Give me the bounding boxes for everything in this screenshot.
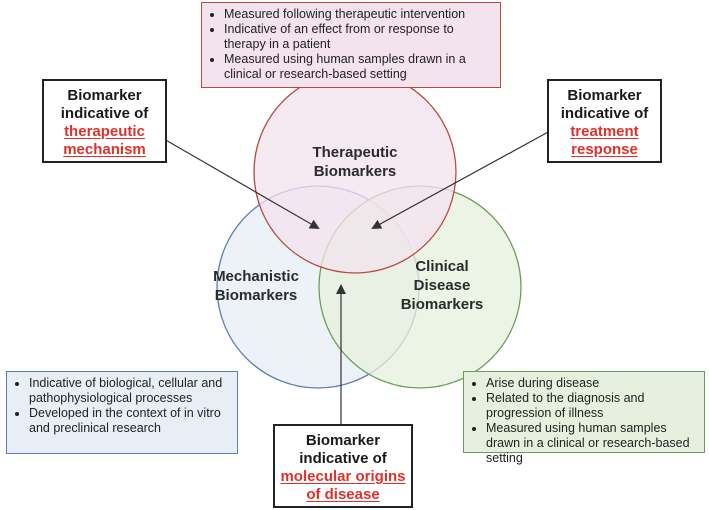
mechanistic-circle-label: Mechanistic Biomarkers — [196, 267, 316, 305]
mechanistic-bullet: Developed in the context of in vitro and… — [29, 406, 231, 436]
therapeutic-label-line2: Biomarkers — [313, 163, 397, 180]
marker-highlight: of disease — [306, 486, 380, 503]
clinical-bullet: Related to the diagnosis and progression… — [486, 391, 698, 421]
treatment-response-marker-box: Biomarker indicative of treatment respon… — [547, 79, 662, 163]
marker-line: Biomarker — [567, 87, 642, 104]
mechanistic-description-box: Indicative of biological, cellular and p… — [6, 371, 238, 454]
marker-line: indicative of — [560, 105, 649, 122]
mechanistic-bullet: Indicative of biological, cellular and p… — [29, 376, 231, 406]
marker-line: Biomarker — [305, 432, 381, 449]
clinical-label-line1: Clinical — [415, 258, 469, 275]
marker-highlight: molecular origins — [280, 468, 406, 485]
therapeutic-description-box: Measured following therapeutic intervent… — [201, 2, 501, 88]
marker-highlight: response — [571, 141, 638, 158]
arrow-treatment-response — [371, 130, 551, 229]
marker-highlight: treatment — [570, 123, 639, 140]
marker-highlight: therapeutic — [64, 123, 145, 140]
marker-line: Biomarker — [67, 87, 142, 104]
molecular-origins-marker-box: Biomarker indicative of molecular origin… — [273, 424, 413, 508]
clinical-circle-label: Clinical Disease Biomarkers — [382, 257, 502, 314]
mechanistic-label-line1: Mechanistic — [213, 268, 299, 285]
clinical-bullet: Arise during disease — [486, 376, 698, 391]
therapeutic-bullet: Indicative of an effect from or response… — [224, 22, 494, 52]
clinical-label-line3: Biomarkers — [400, 296, 484, 313]
clinical-description-box: Arise during disease Related to the diag… — [463, 371, 705, 465]
therapeutic-bullet: Measured using human samples drawn in a … — [224, 52, 494, 82]
marker-line: indicative of — [60, 105, 149, 122]
marker-highlight: mechanism — [63, 141, 146, 158]
therapeutic-mechanism-marker-box: Biomarker indicative of therapeutic mech… — [42, 79, 167, 163]
therapeutic-bullet: Measured following therapeutic intervent… — [224, 7, 494, 22]
therapeutic-circle-label: Therapeutic Biomarkers — [285, 143, 425, 181]
marker-line: indicative of — [299, 450, 387, 467]
arrow-therapeutic-mechanism — [156, 134, 320, 230]
clinical-label-line2: Disease — [413, 277, 471, 294]
clinical-bullet: Measured using human samples drawn in a … — [486, 421, 698, 466]
mechanistic-label-line2: Biomarkers — [214, 287, 298, 304]
therapeutic-label-line1: Therapeutic — [312, 144, 398, 161]
